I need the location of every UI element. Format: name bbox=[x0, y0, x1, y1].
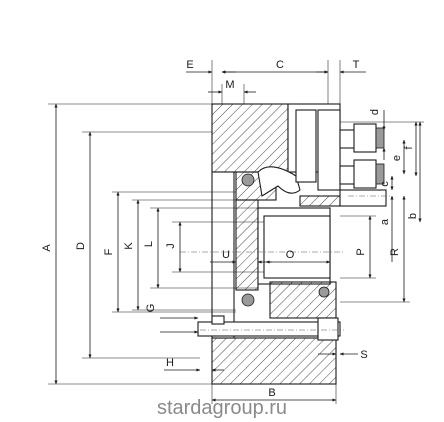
dim-A: A bbox=[41, 244, 53, 252]
dim-M: M bbox=[225, 79, 234, 91]
dim-T: T bbox=[353, 59, 360, 71]
dim-a: a bbox=[379, 218, 391, 225]
center-lines bbox=[180, 195, 392, 331]
watermark: stardagroup.ru bbox=[157, 397, 287, 419]
dim-b: b bbox=[407, 213, 419, 219]
dimension-labels: A D F K L J G H B S E M C T U O P R a b … bbox=[41, 59, 419, 399]
dim-C: C bbox=[276, 59, 284, 71]
dim-S: S bbox=[360, 349, 367, 361]
dim-G: G bbox=[145, 304, 157, 313]
dim-B: B bbox=[268, 387, 275, 399]
dim-H: H bbox=[166, 357, 174, 369]
dim-c: c bbox=[379, 181, 391, 187]
dim-e: e bbox=[391, 155, 403, 161]
dim-O: O bbox=[286, 249, 295, 261]
dim-K: K bbox=[123, 242, 135, 250]
dimension-lines bbox=[54, 70, 422, 402]
dim-F: F bbox=[103, 248, 115, 255]
dim-D: D bbox=[75, 242, 87, 250]
dim-P: P bbox=[355, 248, 367, 255]
dim-R: R bbox=[389, 248, 401, 256]
dim-U: U bbox=[222, 249, 230, 261]
dim-E: E bbox=[186, 59, 193, 71]
clutch-body bbox=[197, 103, 387, 385]
dim-d: d bbox=[369, 109, 381, 115]
dim-f: f bbox=[403, 146, 415, 150]
dim-J: J bbox=[165, 243, 177, 249]
dim-L: L bbox=[143, 241, 155, 247]
